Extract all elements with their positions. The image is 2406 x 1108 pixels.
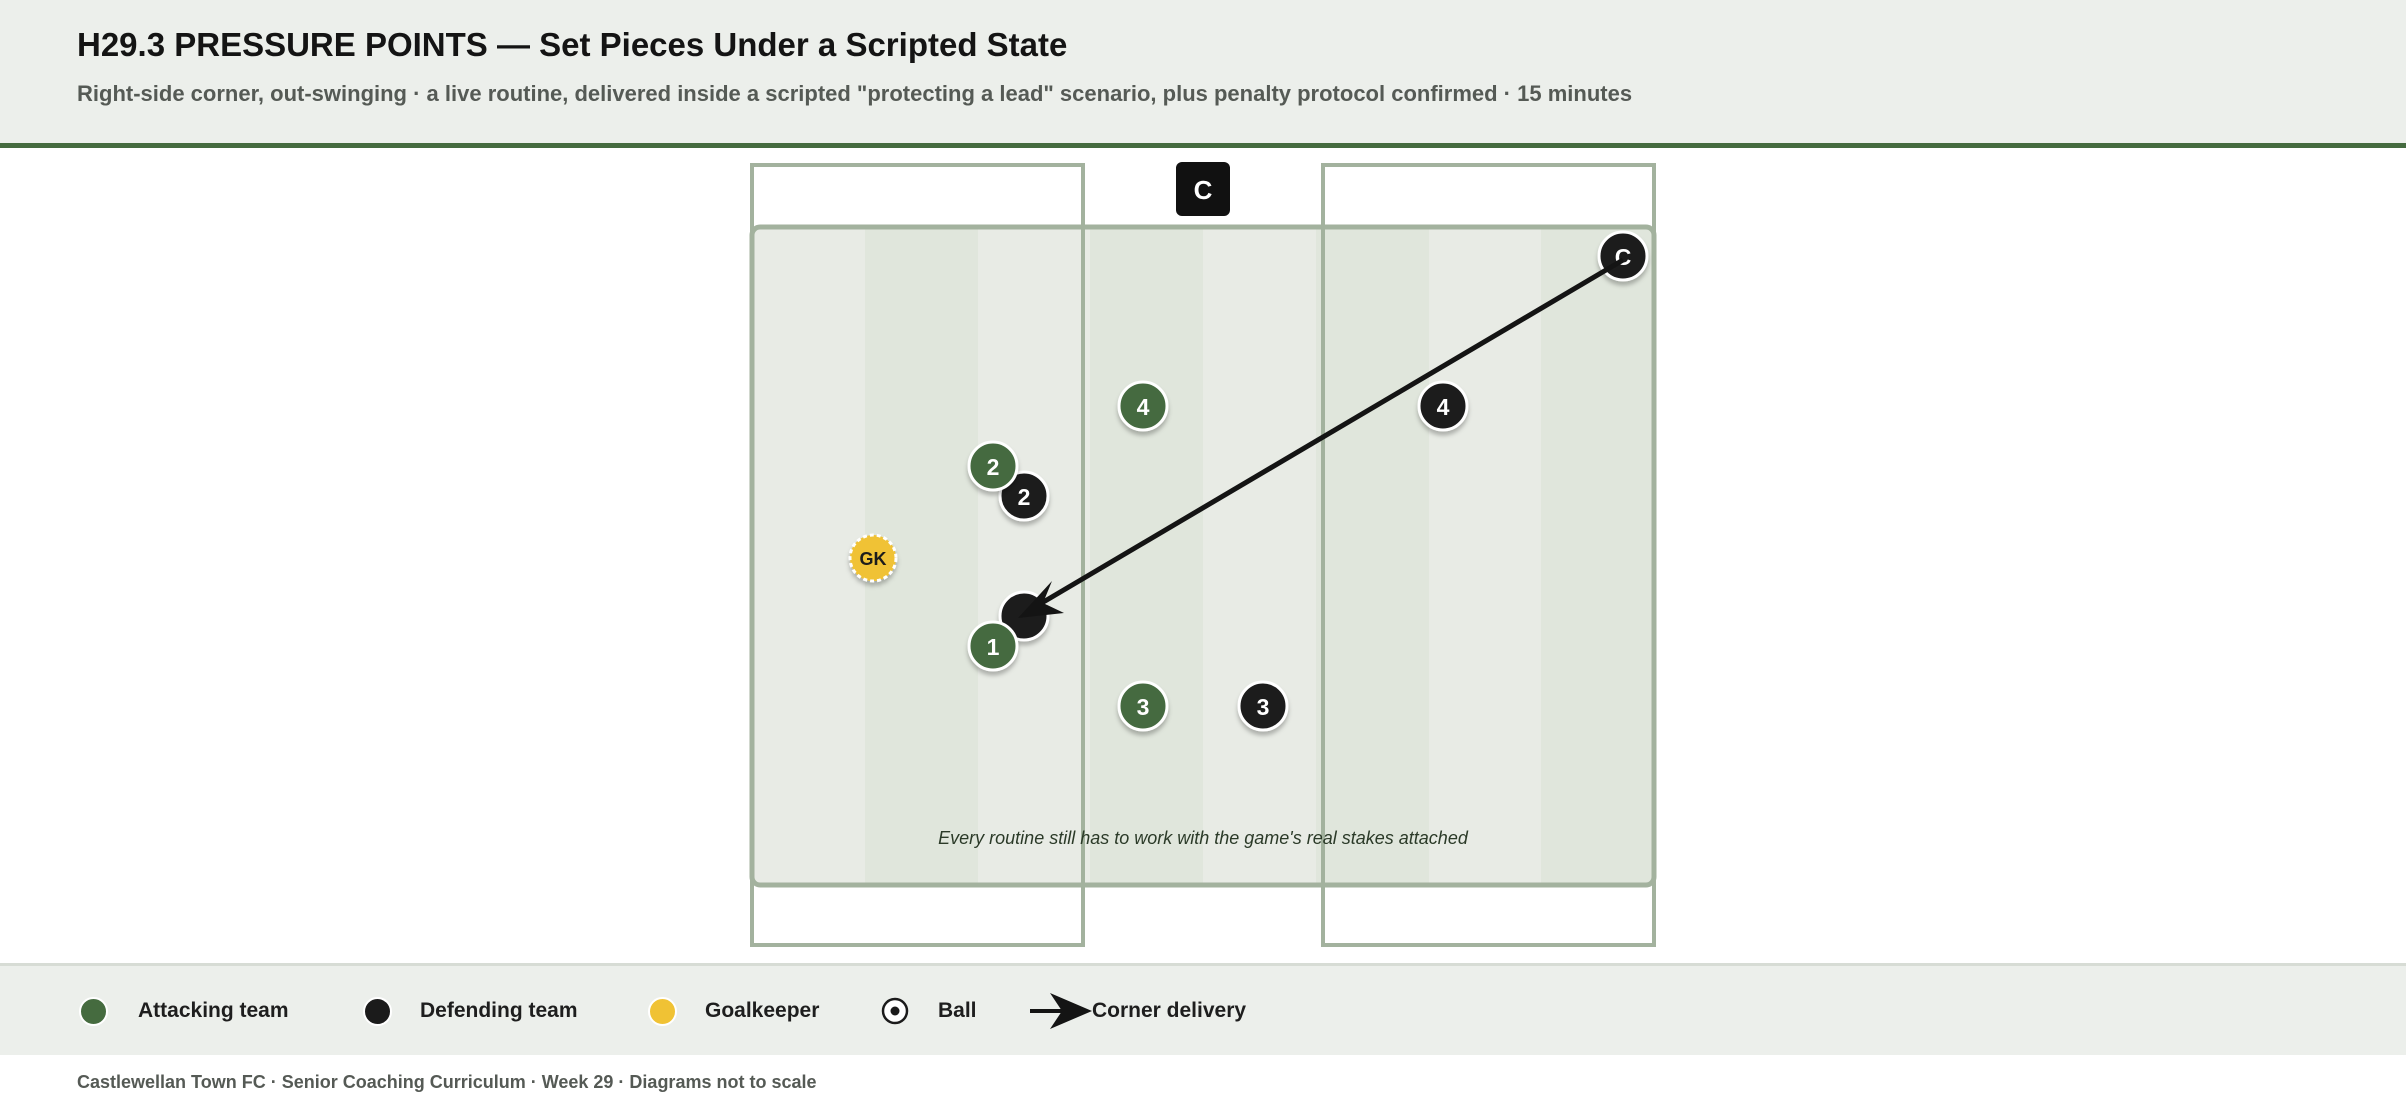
coach-label: C bbox=[1194, 175, 1213, 205]
svg-text:1: 1 bbox=[987, 634, 1000, 660]
pitch-caption: Every routine still has to work with the… bbox=[938, 828, 1469, 848]
svg-text:4: 4 bbox=[1137, 394, 1150, 420]
attacker-3: 3 bbox=[1117, 680, 1169, 732]
svg-text:2: 2 bbox=[1018, 484, 1031, 510]
legend-attacking: Attacking team bbox=[79, 966, 289, 1055]
legend-ball-label: Ball bbox=[938, 998, 977, 1022]
pitch-diagram: C Every routine still has to work with t… bbox=[0, 148, 2406, 962]
right-box bbox=[1321, 163, 1656, 947]
goalkeeper-dot-icon bbox=[648, 997, 677, 1026]
defending-dot-icon bbox=[363, 997, 392, 1026]
svg-text:2: 2 bbox=[987, 454, 1000, 480]
pitch-svg: C Every routine still has to work with t… bbox=[749, 162, 1657, 947]
attacker-4: 4 bbox=[1117, 380, 1169, 432]
legend-defending: Defending team bbox=[363, 966, 578, 1055]
attacker-1: 1 bbox=[967, 620, 1019, 672]
page-title: H29.3 PRESSURE POINTS — Set Pieces Under… bbox=[77, 26, 1068, 63]
attacker-2: 2 bbox=[967, 440, 1019, 492]
arrow-icon bbox=[1030, 992, 1092, 1029]
header: H29.3 PRESSURE POINTS — Set Pieces Under… bbox=[0, 0, 2406, 148]
coach-marker: C bbox=[1176, 162, 1230, 216]
defender-4: 4 bbox=[1417, 380, 1469, 432]
legend-delivery-label: Corner delivery bbox=[1092, 998, 1247, 1022]
legend-ball: Ball bbox=[881, 966, 977, 1055]
legend-defending-label: Defending team bbox=[420, 998, 578, 1022]
attacking-dot-icon bbox=[79, 997, 108, 1026]
goalkeeper-marker: GK bbox=[848, 533, 898, 583]
svg-text:4: 4 bbox=[1437, 394, 1450, 420]
defender-3: 3 bbox=[1237, 680, 1289, 732]
legend-goalkeeper: Goalkeeper bbox=[648, 966, 819, 1055]
ball-icon bbox=[881, 997, 909, 1024]
goalkeeper-label: GK bbox=[860, 549, 887, 569]
svg-text:3: 3 bbox=[1137, 694, 1150, 720]
svg-text:3: 3 bbox=[1257, 694, 1270, 720]
defender-2: 2 bbox=[998, 470, 1050, 522]
legend-attacking-label: Attacking team bbox=[138, 998, 289, 1022]
legend-goalkeeper-label: Goalkeeper bbox=[705, 998, 820, 1022]
corner-delivery-arrow bbox=[1018, 257, 1625, 618]
page-subtitle: Right-side corner, out-swinging · a live… bbox=[77, 81, 1633, 106]
left-box bbox=[750, 163, 1085, 947]
legend: Attacking team Defending team Goalkeeper… bbox=[0, 963, 2406, 1055]
footer-text: Castlewellan Town FC · Senior Coaching C… bbox=[77, 1072, 817, 1092]
legend-delivery: Corner delivery bbox=[1030, 966, 1246, 1055]
